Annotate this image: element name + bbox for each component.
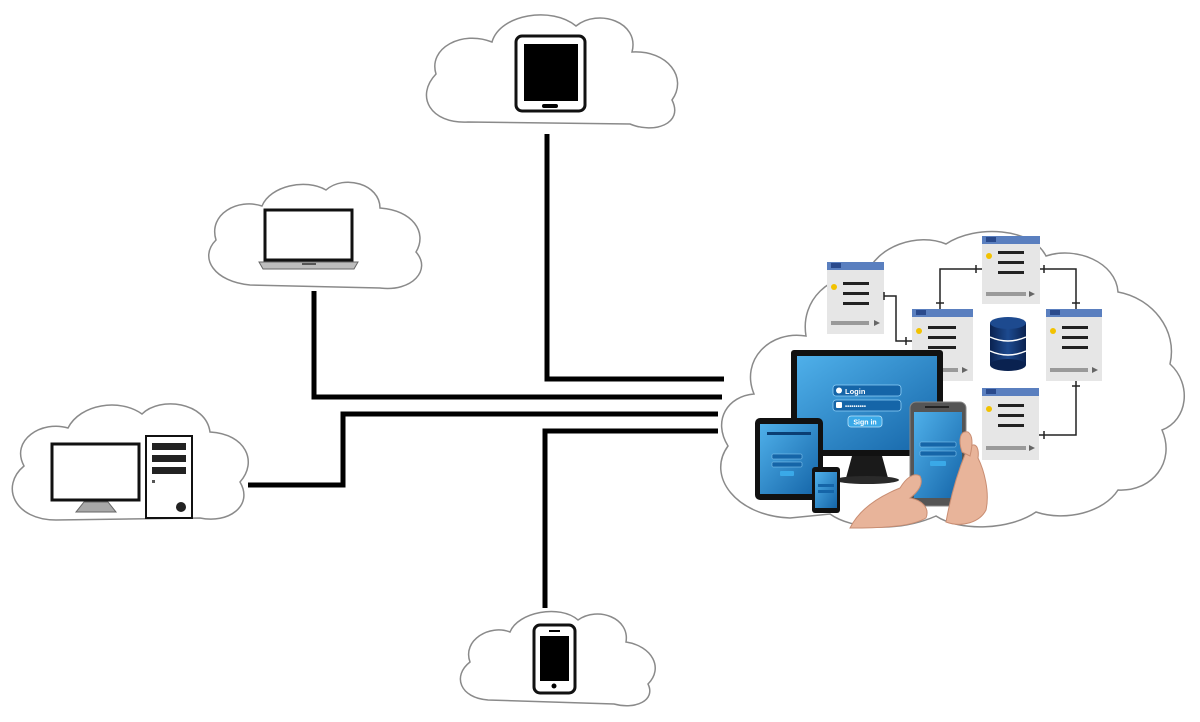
db-table-3 xyxy=(982,236,1040,304)
key-icon xyxy=(986,406,992,412)
smartphone-icon xyxy=(532,623,577,695)
db-table-4 xyxy=(1046,309,1102,381)
phone-illustration xyxy=(812,467,840,513)
line-tablet-to-server xyxy=(544,134,724,382)
server-cloud: Login •••••••••• Sign in xyxy=(720,230,1185,529)
login-form: Login •••••••••• Sign in xyxy=(832,384,902,428)
database-icon xyxy=(989,317,1027,371)
tablet-icon xyxy=(514,34,587,113)
lock-icon xyxy=(836,402,842,408)
login-title: Login xyxy=(845,387,866,396)
tablet-illustration xyxy=(755,418,823,500)
line-laptop-to-server xyxy=(311,291,722,400)
laptop-cloud xyxy=(208,181,423,290)
signin-button: Sign in xyxy=(853,420,876,427)
desktop-pc-icon xyxy=(50,435,193,519)
table-relations xyxy=(883,265,1080,439)
tablet-cloud xyxy=(425,14,679,129)
db-table-1 xyxy=(827,262,884,334)
line-phone-to-server xyxy=(542,428,718,608)
key-icon xyxy=(1050,328,1056,334)
connection-lines xyxy=(248,134,724,608)
hands-illustration xyxy=(849,431,988,529)
laptop-icon xyxy=(258,208,359,270)
key-icon xyxy=(986,253,992,259)
handheld-phone-illustration xyxy=(909,401,967,507)
db-table-5 xyxy=(982,388,1039,460)
key-icon xyxy=(916,328,922,334)
phone-cloud xyxy=(459,610,656,707)
key-icon xyxy=(831,284,837,290)
line-desktop-to-server xyxy=(248,411,718,488)
user-icon xyxy=(836,387,842,394)
password-field: •••••••••• xyxy=(845,405,866,411)
desktop-cloud xyxy=(11,403,250,521)
